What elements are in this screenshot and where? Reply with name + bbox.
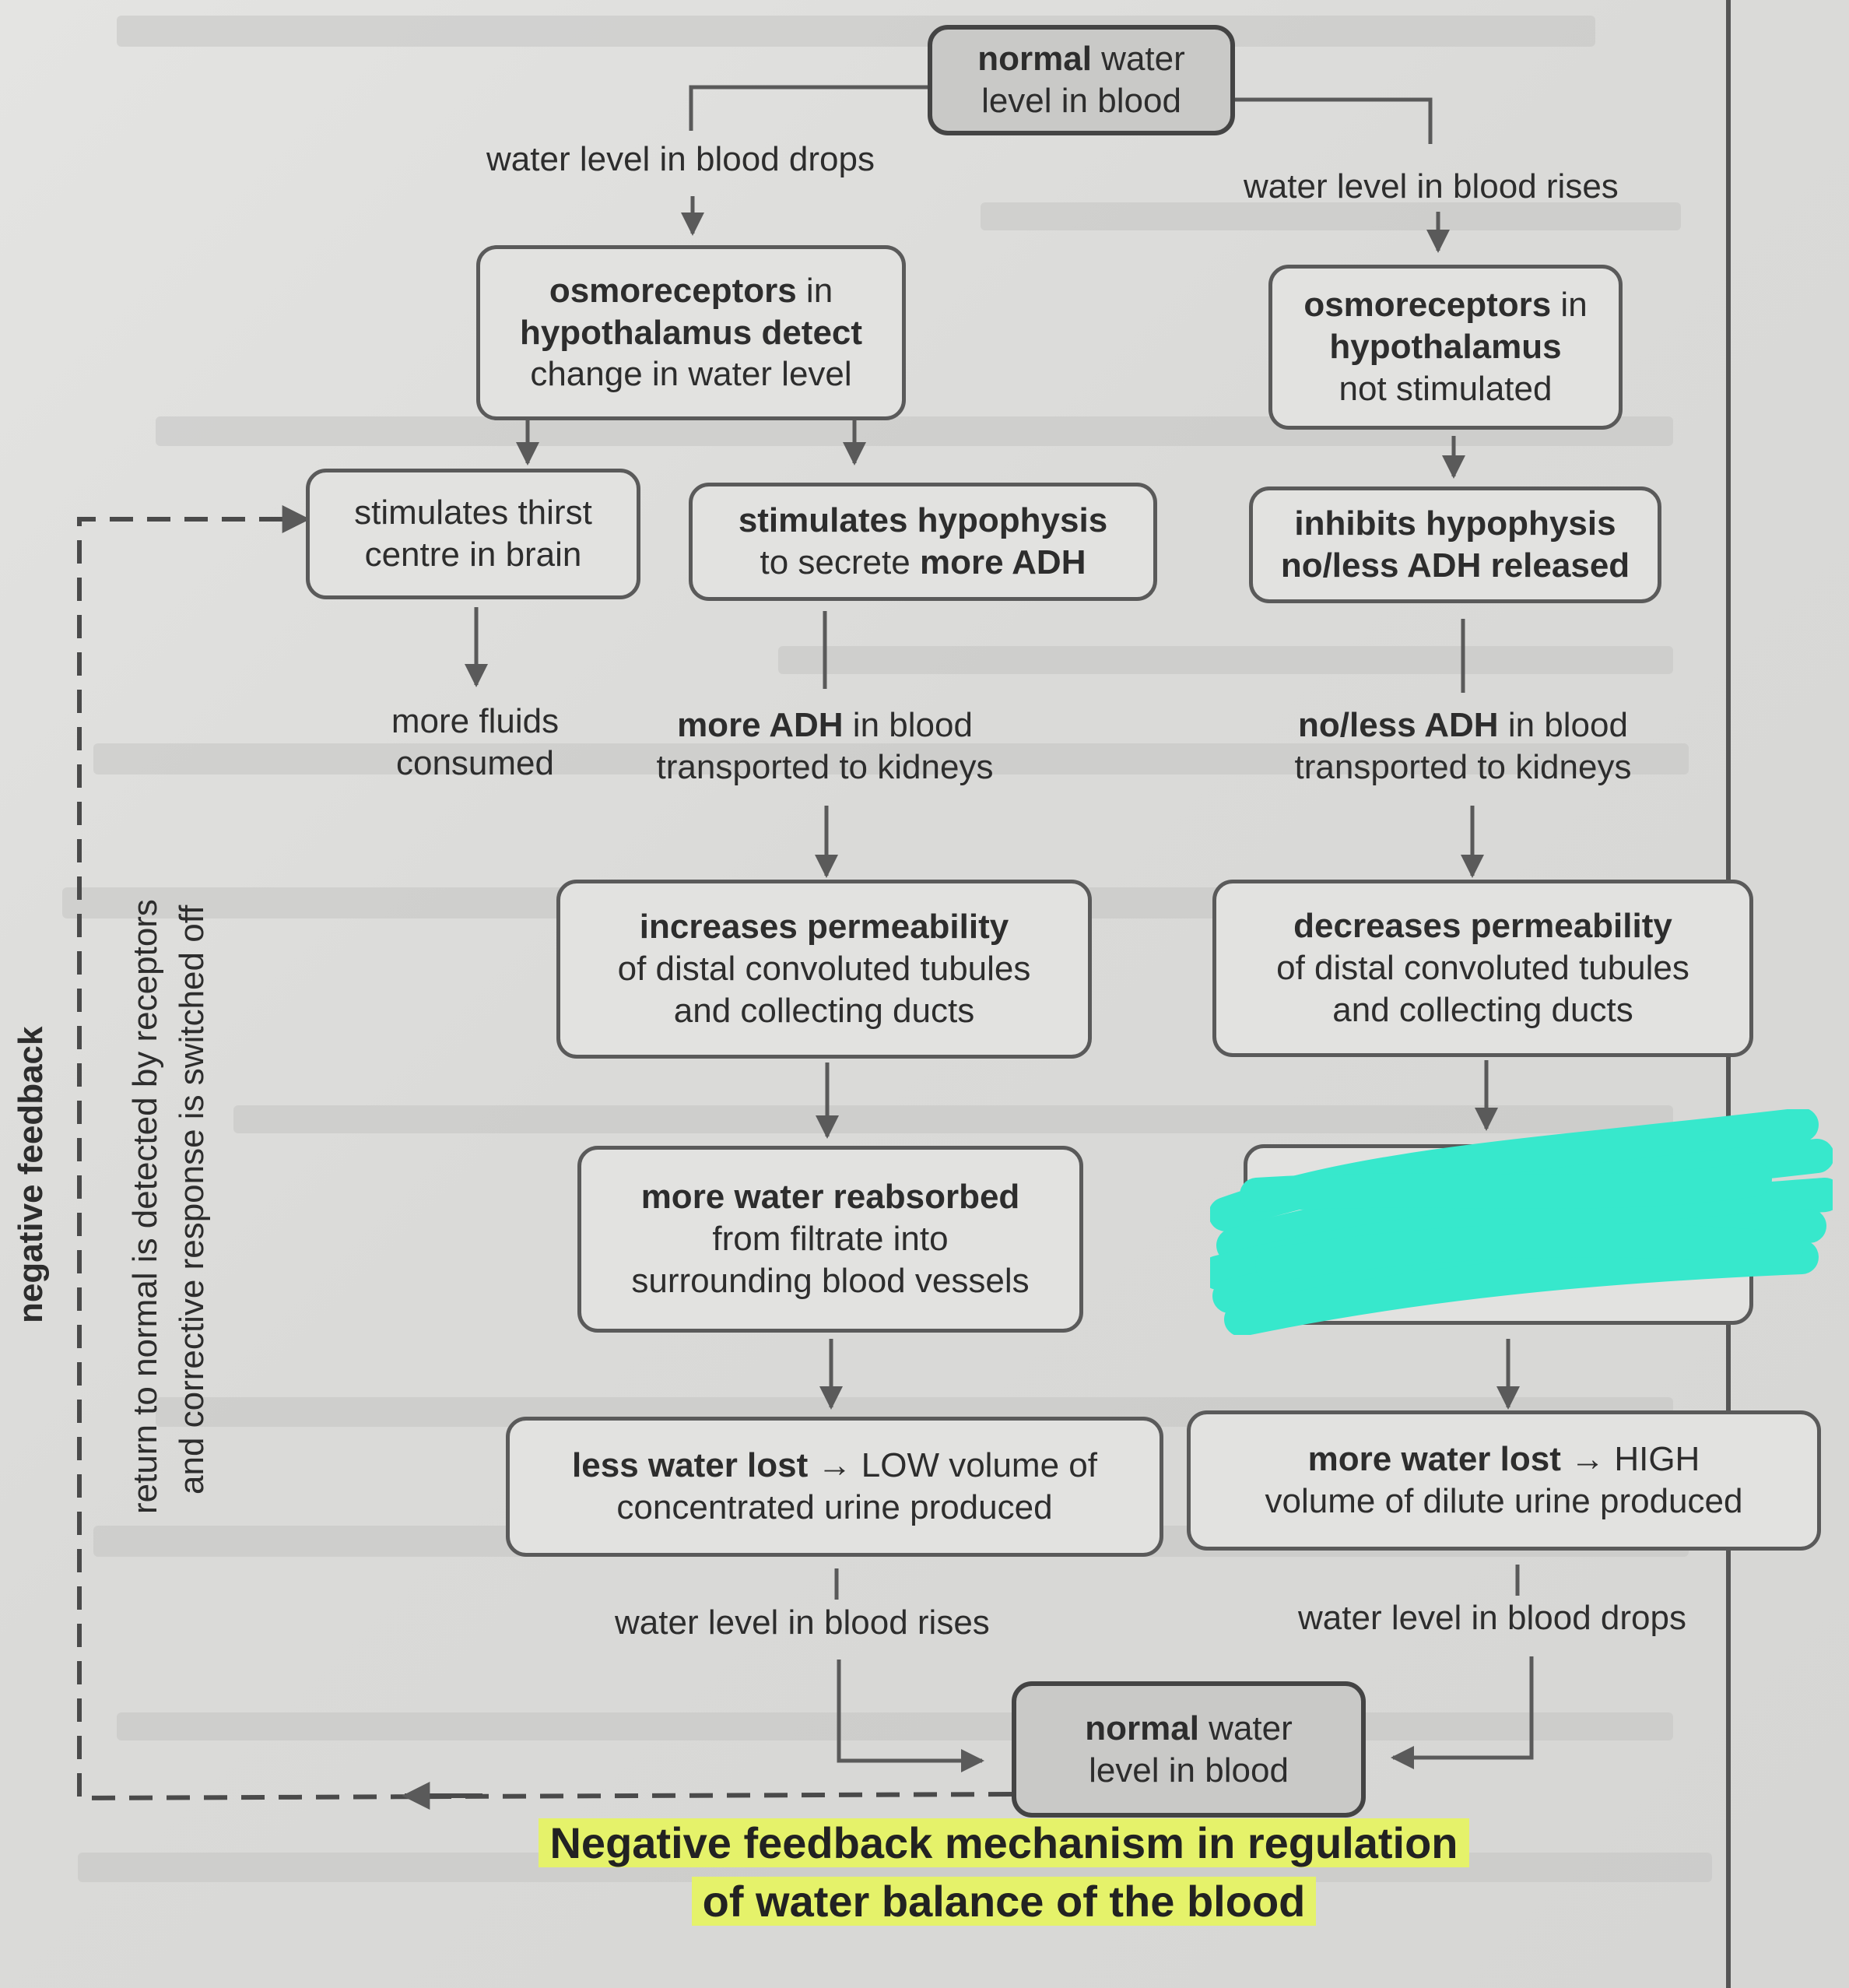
label-text-bold: more ADH bbox=[677, 706, 844, 744]
box-text: and collecting ducts bbox=[673, 991, 975, 1030]
box-text: of distal convoluted tubules bbox=[1276, 949, 1689, 988]
label-more-adh: more ADH in blood transported to kidneys bbox=[630, 704, 1019, 788]
box-text: of distal convoluted tubules bbox=[617, 950, 1031, 989]
decreases-permeability-box: decreases permeability of distal convolu… bbox=[1212, 880, 1753, 1057]
box-text: water bbox=[1198, 1709, 1293, 1747]
label-water-rises-bottom: water level in blood rises bbox=[615, 1603, 990, 1642]
box-text: water bbox=[1091, 40, 1185, 79]
increases-permeability-box: increases permeability of distal convolu… bbox=[556, 880, 1092, 1059]
box-text-bold: inhibits hypophysis bbox=[1294, 504, 1616, 543]
box-text-bold: more ADH bbox=[919, 543, 1086, 581]
label-text: transported to kidneys bbox=[656, 747, 994, 786]
label-water-drops-top: water level in blood drops bbox=[486, 140, 875, 178]
box-text: → HIGH bbox=[1560, 1440, 1700, 1479]
box-text: level in blood bbox=[981, 82, 1181, 120]
box-text-bold: no/less ADH released bbox=[1280, 546, 1630, 585]
connector-top-left bbox=[689, 85, 930, 131]
label-text: transported to kidneys bbox=[1294, 747, 1632, 786]
box-text-bold: more water reabsorbed bbox=[640, 1178, 1020, 1217]
thirst-centre-box: stimulates thirst centre in brain bbox=[306, 469, 640, 599]
label-water-drops-bottom: water level in blood drops bbox=[1298, 1599, 1686, 1637]
box-text-bold: stimulates hypophysis bbox=[738, 501, 1108, 540]
box-text: concentrated urine produced bbox=[616, 1488, 1053, 1526]
box-text-bold: hypothalamus bbox=[1329, 328, 1562, 367]
caption-line-1: Negative feedback mechanism in regulatio… bbox=[539, 1818, 1469, 1867]
box-text: → LOW volume of bbox=[808, 1446, 1097, 1485]
box-text-bold: less water lost bbox=[572, 1446, 809, 1485]
feedback-loop bbox=[77, 505, 1012, 1801]
label-more-fluids: more fluids consumed bbox=[380, 701, 570, 784]
box-text-bold: normal bbox=[1085, 1709, 1199, 1747]
more-water-lost-box: more water lost → HIGH volume of dilute … bbox=[1187, 1410, 1821, 1551]
negative-feedback-label: negative feedback bbox=[12, 1026, 50, 1324]
box-text: volume of dilute urine produced bbox=[1265, 1482, 1743, 1520]
label-less-adh: no/less ADH in blood transported to kidn… bbox=[1276, 704, 1650, 788]
box-text: surrounding blood vessels bbox=[631, 1261, 1030, 1300]
box-text: change in water level bbox=[530, 355, 852, 394]
box-text: level in blood bbox=[1089, 1751, 1289, 1790]
return-to-normal-label-line1: return to normal is detected by receptor… bbox=[126, 899, 164, 1514]
diagram-caption: Negative feedback mechanism in regulatio… bbox=[436, 1814, 1572, 1930]
box-text: in bbox=[796, 271, 833, 310]
label-text-bold: no/less ADH bbox=[1298, 706, 1499, 744]
osmoreceptors-not-stimulated-box: osmoreceptors in hypothalamus not stimul… bbox=[1268, 265, 1623, 430]
osmoreceptors-detect-box: osmoreceptors in hypothalamus detect cha… bbox=[476, 245, 906, 420]
normal-water-level-box-bottom: normal water level in blood bbox=[1012, 1681, 1366, 1818]
more-water-reabsorbed-box: more water reabsorbed from filtrate into… bbox=[577, 1146, 1083, 1333]
arrow-drops-to-normal bbox=[1391, 1656, 1534, 1769]
box-text-bold: normal bbox=[977, 40, 1092, 79]
inhibits-hypophysis-box: inhibits hypophysis no/less ADH released bbox=[1249, 486, 1661, 603]
box-text: to secrete bbox=[760, 543, 920, 581]
box-text-bold: osmoreceptors bbox=[1303, 286, 1552, 325]
box-text: centre in brain bbox=[364, 536, 582, 574]
less-water-lost-box: less water lost → LOW volume of concentr… bbox=[506, 1417, 1163, 1557]
scribble-overlay bbox=[1210, 1109, 1833, 1335]
box-text: from filtrate into bbox=[712, 1220, 949, 1259]
box-text-bold: osmoreceptors bbox=[549, 271, 797, 310]
label-water-rises-top: water level in blood rises bbox=[1244, 167, 1619, 205]
box-text-bold: decreases permeability bbox=[1293, 907, 1672, 946]
box-text: not stimulated bbox=[1339, 369, 1553, 408]
arrow-rises-to-normal bbox=[837, 1660, 984, 1772]
label-text: consumed bbox=[395, 743, 554, 782]
label-text: in blood bbox=[843, 706, 973, 744]
connector-top-right bbox=[1233, 97, 1433, 144]
label-text: in blood bbox=[1498, 706, 1628, 744]
return-to-normal-label-line2: and corrective response is switched off bbox=[173, 904, 211, 1495]
box-text-bold: increases permeability bbox=[639, 908, 1009, 947]
box-text: and collecting ducts bbox=[1332, 990, 1633, 1029]
label-text: more fluids bbox=[391, 702, 560, 740]
normal-water-level-box-top: normal water level in blood bbox=[928, 25, 1235, 135]
stimulates-hypophysis-box: stimulates hypophysis to secrete more AD… bbox=[689, 483, 1157, 601]
box-text: in bbox=[1551, 286, 1588, 325]
box-text: stimulates thirst bbox=[354, 493, 592, 532]
caption-line-2: of water balance of the blood bbox=[691, 1877, 1317, 1927]
box-text-bold: more water lost bbox=[1307, 1440, 1561, 1479]
box-text-bold: hypothalamus detect bbox=[519, 313, 863, 352]
